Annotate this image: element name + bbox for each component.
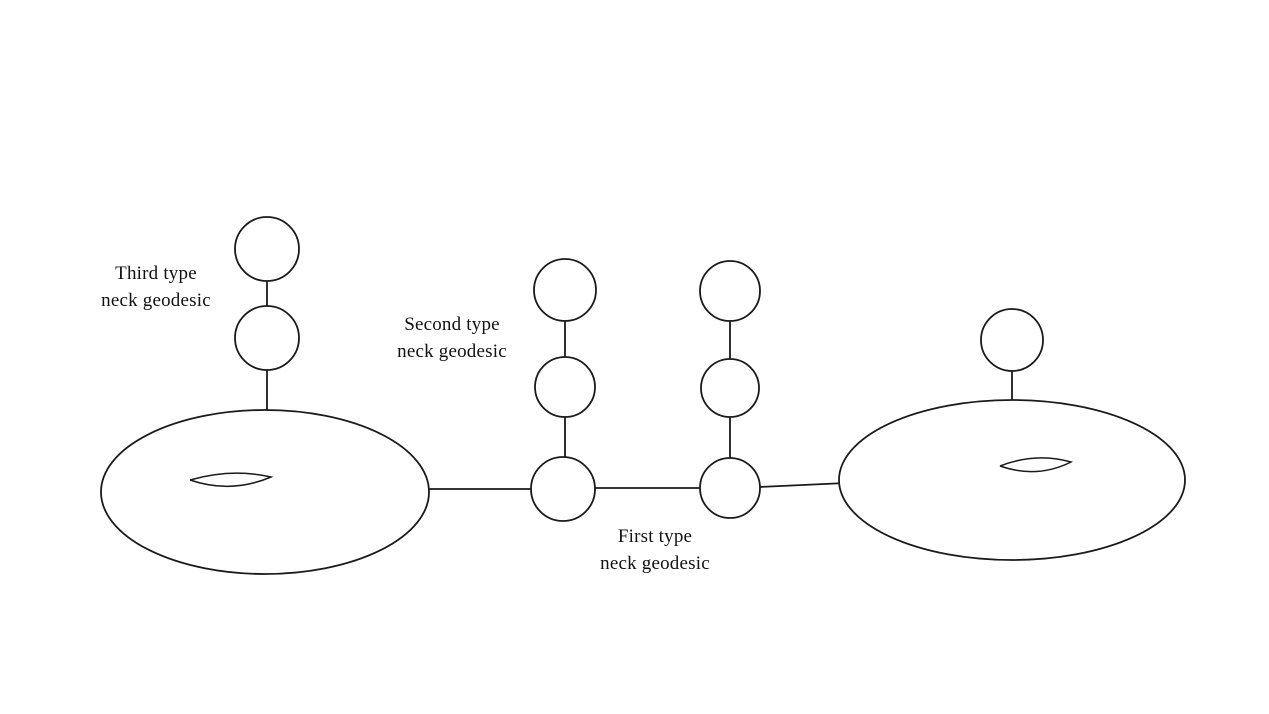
neck-connector	[758, 482, 847, 488]
label-third-type-neck-geodesic: Third type neck geodesic	[101, 263, 211, 311]
right-torus-handle	[999, 457, 1074, 473]
sphere-node	[234, 305, 300, 371]
left-torus-handle	[189, 472, 274, 487]
sphere-node	[534, 356, 596, 418]
sphere-node	[699, 260, 761, 322]
sphere-node	[699, 457, 761, 519]
sphere-node	[700, 358, 760, 418]
label-first-type-neck-geodesic: First type neck geodesic	[600, 526, 710, 574]
sphere-node	[533, 258, 597, 322]
sphere-node	[530, 456, 596, 522]
right-torus-ellipse	[838, 399, 1186, 561]
left-torus-ellipse	[100, 409, 430, 575]
sphere-node	[234, 216, 300, 282]
sphere-node	[980, 308, 1044, 372]
label-second-type-neck-geodesic: Second type neck geodesic	[397, 314, 507, 362]
